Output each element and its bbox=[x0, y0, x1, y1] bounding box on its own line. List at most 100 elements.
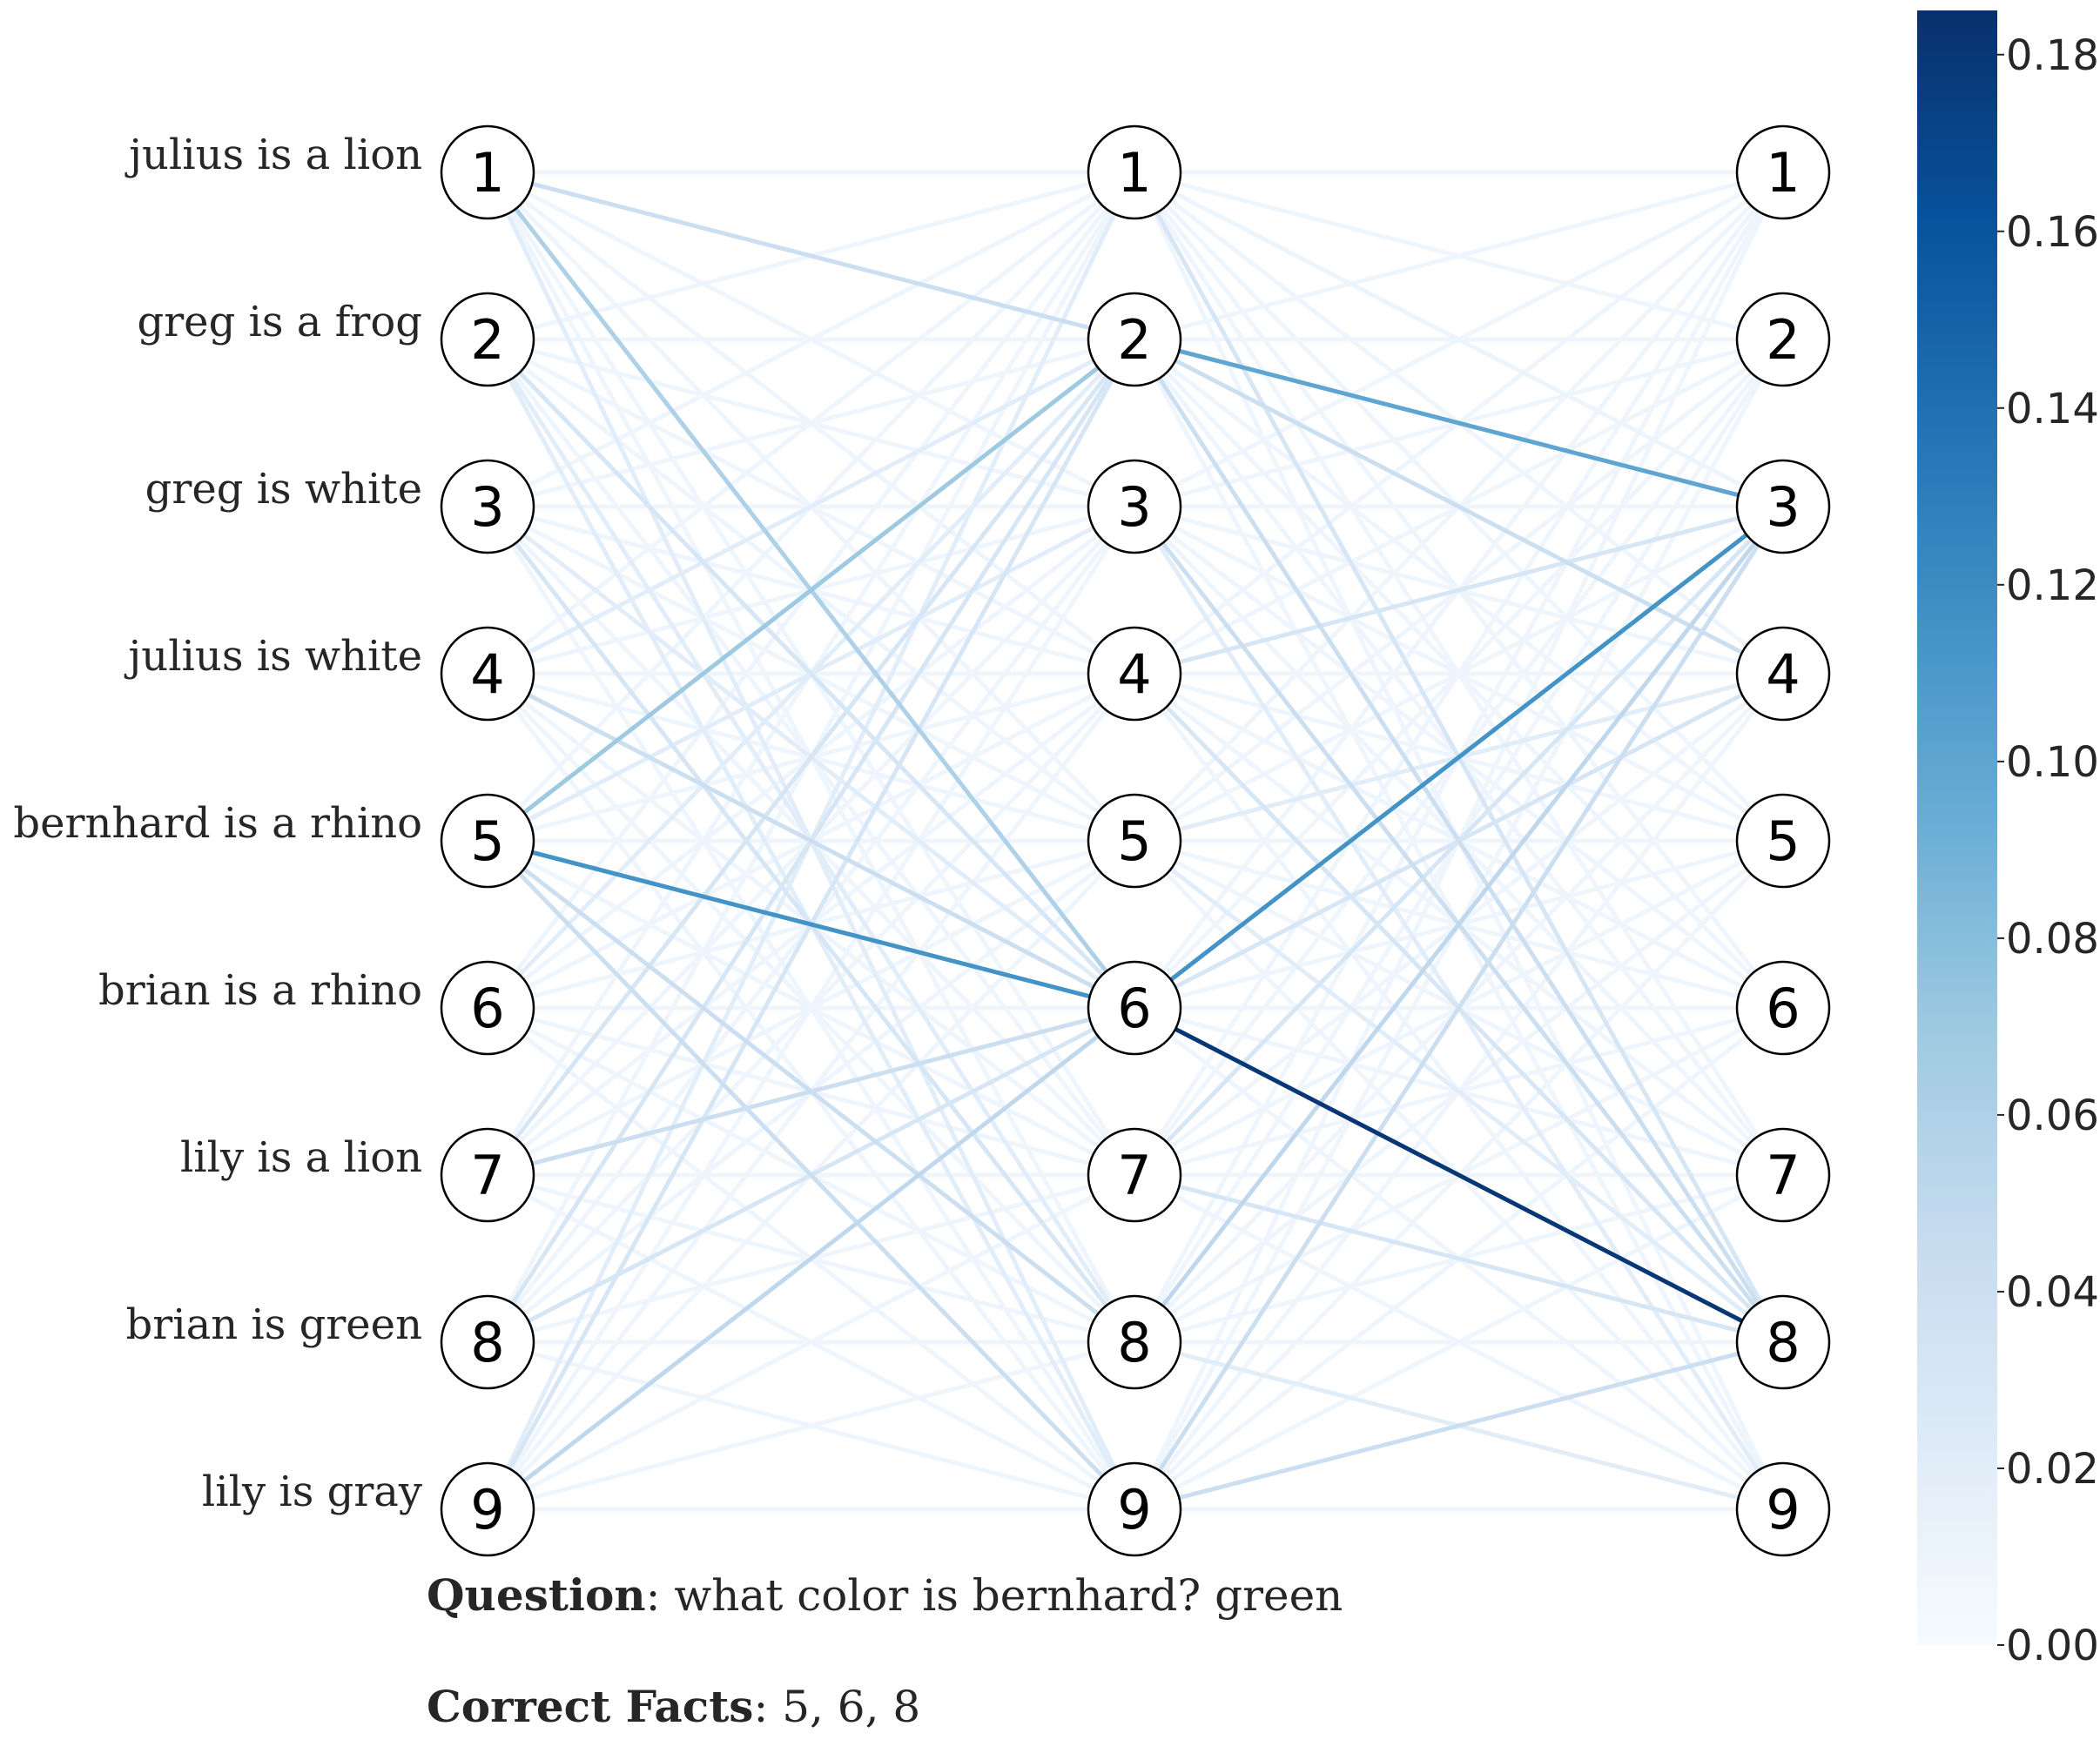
fact-label-3: greg is white bbox=[145, 465, 422, 514]
node-circle bbox=[440, 626, 535, 722]
node-l2-7: 7 bbox=[1087, 1127, 1182, 1223]
node-l2-3: 3 bbox=[1087, 459, 1182, 554]
node-circle bbox=[1087, 1127, 1182, 1223]
node-circle bbox=[1735, 124, 1831, 220]
node-number: 2 bbox=[1117, 308, 1151, 372]
node-l2-6: 6 bbox=[1087, 960, 1182, 1056]
edge-l1-1-to-l2-2 bbox=[485, 170, 1137, 342]
node-circle bbox=[1735, 1461, 1831, 1557]
edge-l2-2-to-l3-3 bbox=[1132, 337, 1786, 509]
edge-l2-9-to-l3-3 bbox=[1132, 504, 1786, 1512]
colorbar: 0.000.020.040.060.080.100.120.140.160.18 bbox=[1917, 10, 2099, 1670]
node-l3-5: 5 bbox=[1735, 793, 1831, 889]
node-number: 2 bbox=[1766, 308, 1800, 372]
node-circle bbox=[440, 292, 535, 387]
node-l1-8: 8 bbox=[440, 1294, 535, 1390]
fact-label-6: brian is a rhino bbox=[98, 966, 422, 1015]
node-l2-8: 8 bbox=[1087, 1294, 1182, 1390]
edge-l1-9-to-l2-7 bbox=[485, 1172, 1137, 1512]
node-circle bbox=[1735, 793, 1831, 889]
colorbar-tick-label: 0.04 bbox=[2006, 1268, 2099, 1317]
edge-l2-6-to-l3-3 bbox=[1132, 504, 1786, 1011]
node-l1-6: 6 bbox=[440, 960, 535, 1056]
node-circle bbox=[1087, 124, 1182, 220]
edge-l1-5-to-l2-6 bbox=[485, 838, 1137, 1011]
question-label: Question bbox=[427, 1569, 646, 1621]
node-number: 5 bbox=[1766, 809, 1800, 873]
node-number: 5 bbox=[470, 809, 504, 873]
edge-l1-2-to-l2-6 bbox=[485, 337, 1137, 1011]
node-circle bbox=[1087, 626, 1182, 722]
node-number: 8 bbox=[1766, 1311, 1800, 1374]
correct-facts-text: : 5, 6, 8 bbox=[753, 1682, 920, 1732]
node-l3-9: 9 bbox=[1735, 1461, 1831, 1557]
edge-l1-9-to-l2-3 bbox=[485, 504, 1137, 1512]
colorbar-tick-label: 0.16 bbox=[2006, 208, 2099, 257]
node-l3-8: 8 bbox=[1735, 1294, 1831, 1390]
svg-text:Correct Facts: 5, 6, 8: Correct Facts: 5, 6, 8 bbox=[427, 1681, 920, 1732]
node-l1-7: 7 bbox=[440, 1127, 535, 1223]
node-number: 2 bbox=[470, 308, 504, 372]
node-circle bbox=[440, 459, 535, 554]
node-l3-4: 4 bbox=[1735, 626, 1831, 722]
fact-label-7: lily is a lion bbox=[180, 1133, 422, 1182]
node-l1-3: 3 bbox=[440, 459, 535, 554]
node-number: 1 bbox=[470, 141, 504, 205]
node-circle bbox=[440, 960, 535, 1056]
question-text: : what color is bernhard? green bbox=[646, 1570, 1343, 1621]
node-circle bbox=[440, 1294, 535, 1390]
node-number: 9 bbox=[1117, 1478, 1151, 1541]
node-circle bbox=[1087, 1294, 1182, 1390]
node-circle bbox=[1735, 626, 1831, 722]
node-number: 3 bbox=[1117, 475, 1151, 539]
node-circle bbox=[440, 1461, 535, 1557]
colorbar-tick-label: 0.02 bbox=[2006, 1445, 2099, 1494]
edge-l2-7-to-l3-1 bbox=[1132, 170, 1786, 1178]
node-number: 8 bbox=[1117, 1311, 1151, 1374]
node-l3-6: 6 bbox=[1735, 960, 1831, 1056]
node-number: 9 bbox=[470, 1478, 504, 1541]
node-circle bbox=[1087, 960, 1182, 1056]
node-l2-2: 2 bbox=[1087, 292, 1182, 387]
node-circle bbox=[1087, 1461, 1182, 1557]
edge-l2-1-to-l3-3 bbox=[1132, 170, 1786, 509]
node-number: 1 bbox=[1117, 141, 1151, 205]
node-circle bbox=[1735, 1127, 1831, 1223]
fact-label-8: brian is green bbox=[126, 1300, 422, 1349]
colorbar-tick-label: 0.10 bbox=[2006, 738, 2099, 787]
node-circle bbox=[1735, 1294, 1831, 1390]
node-number: 8 bbox=[470, 1311, 504, 1374]
node-number: 4 bbox=[1117, 642, 1151, 706]
node-number: 3 bbox=[470, 475, 504, 539]
edge-l2-2-to-l3-4 bbox=[1132, 337, 1786, 676]
node-circle bbox=[440, 793, 535, 889]
node-number: 4 bbox=[1766, 642, 1800, 706]
fact-label-1: julius is a lion bbox=[125, 131, 422, 179]
node-l1-4: 4 bbox=[440, 626, 535, 722]
colorbar-tick-label: 0.12 bbox=[2006, 561, 2099, 610]
node-number: 7 bbox=[470, 1144, 504, 1207]
edge-l1-7-to-l2-6 bbox=[485, 1005, 1137, 1178]
edge-l2-8-to-l3-3 bbox=[1132, 504, 1786, 1345]
edge-l1-9-to-l2-8 bbox=[485, 1340, 1137, 1512]
node-number: 6 bbox=[1766, 977, 1800, 1040]
node-number: 6 bbox=[470, 977, 504, 1040]
node-number: 7 bbox=[1117, 1144, 1151, 1207]
edge-l1-4-to-l2-6 bbox=[485, 671, 1137, 1011]
correct-facts-caption: Correct Facts: 5, 6, 8 bbox=[427, 1681, 920, 1732]
node-l1-9: 9 bbox=[440, 1461, 535, 1557]
node-l2-4: 4 bbox=[1087, 626, 1182, 722]
node-l3-1: 1 bbox=[1735, 124, 1831, 220]
node-circle bbox=[1087, 793, 1182, 889]
node-number: 1 bbox=[1766, 141, 1800, 205]
node-l3-7: 7 bbox=[1735, 1127, 1831, 1223]
node-l2-1: 1 bbox=[1087, 124, 1182, 220]
node-number: 7 bbox=[1766, 1144, 1800, 1207]
node-l3-2: 2 bbox=[1735, 292, 1831, 387]
node-l1-2: 2 bbox=[440, 292, 535, 387]
correct-facts-label: Correct Facts bbox=[427, 1681, 753, 1732]
colorbar-tick-label: 0.18 bbox=[2006, 31, 2099, 80]
svg-text:Question: what color is bernha: Question: what color is bernhard? green bbox=[427, 1569, 1343, 1621]
